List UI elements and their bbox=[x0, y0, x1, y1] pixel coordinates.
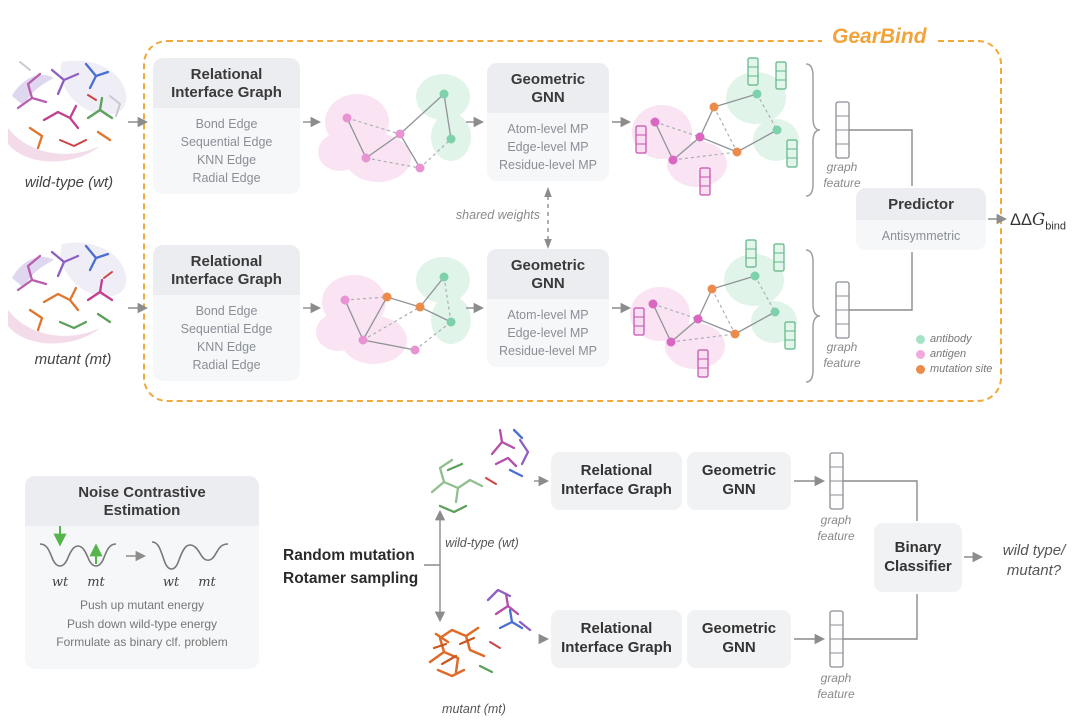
gnn-title: Geometric GNN bbox=[487, 63, 609, 113]
gnn-title: Geometric GNN bbox=[487, 249, 609, 299]
rig-panel-mt: Relational Interface Graph Bond Edge Seq… bbox=[153, 245, 300, 381]
sampled-wild-type-label: wild-type (wt) bbox=[445, 536, 519, 550]
legend-label: antigen bbox=[930, 348, 967, 360]
graph-feature-vector-icon-branch-mt bbox=[829, 610, 844, 668]
gnn-item-edge: Edge-level MP bbox=[507, 140, 589, 155]
rig-box-branch-wt: Relational Interface Graph bbox=[551, 452, 682, 510]
graph-feature-label-wt: graph feature bbox=[823, 160, 861, 190]
nce-line-2: Push down wild-type energy bbox=[66, 616, 218, 631]
gnn-panel-wt: Geometric GNN Atom-level MP Edge-level M… bbox=[487, 63, 609, 181]
legend-label: antibody bbox=[930, 333, 972, 345]
antigen-dot-icon bbox=[916, 349, 925, 359]
predictor-title: Predictor bbox=[856, 188, 986, 220]
nce-title: Noise Contrastive Estimation bbox=[25, 476, 259, 526]
rig-item-sequential: Sequential Edge bbox=[180, 135, 273, 150]
rig-item-bond: Bond Edge bbox=[195, 304, 258, 318]
graph-feature-label-mt: graph feature bbox=[823, 340, 861, 370]
legend-item-antibody: antibody bbox=[916, 333, 992, 345]
ddg-subscript: bind bbox=[1045, 220, 1067, 233]
gnn-item-residue: Residue-level MP bbox=[499, 344, 597, 359]
rig-item-bond: Bond Edge bbox=[195, 117, 258, 131]
mutant-structure-image bbox=[8, 242, 127, 344]
gnn-body: Atom-level MP Edge-level MP Residue-leve… bbox=[487, 113, 609, 181]
sampled-mutant-structure-image bbox=[428, 588, 532, 678]
gearbind-title: GearBind bbox=[822, 25, 937, 49]
rig-body: Bond Edge Sequential Edge KNN Edge Radia… bbox=[153, 295, 300, 381]
mutant-label: mutant (mt) bbox=[34, 351, 112, 368]
sampling-text: Random mutation Rotamer sampling bbox=[283, 544, 425, 590]
legend-item-antigen: antigen bbox=[916, 348, 992, 360]
gnn-item-atom: Atom-level MP bbox=[507, 122, 589, 136]
classifier-result-text: wild type/ mutant? bbox=[988, 541, 1080, 581]
gnn-item-residue: Residue-level MP bbox=[499, 158, 597, 173]
graph-feature-label-branch-wt: graph feature bbox=[817, 513, 855, 543]
gnn-item-atom: Atom-level MP bbox=[507, 308, 589, 322]
sampling-line-2: Rotamer sampling bbox=[283, 570, 419, 587]
rig-body: Bond Edge Sequential Edge KNN Edge Radia… bbox=[153, 108, 300, 194]
rig-item-radial: Radial Edge bbox=[192, 358, 261, 373]
sampling-line-1: Random mutation bbox=[283, 547, 415, 564]
legend-label: mutation site bbox=[930, 363, 993, 375]
predictor-panel: Predictor Antisymmetric bbox=[856, 188, 986, 250]
sampled-mutant-label: mutant (mt) bbox=[442, 702, 506, 716]
predictor-body: Antisymmetric bbox=[856, 220, 986, 250]
gnn-item-edge: Edge-level MP bbox=[507, 326, 589, 341]
rig-box-branch-mt: Relational Interface Graph bbox=[551, 610, 682, 668]
gnn-panel-mt: Geometric GNN Atom-level MP Edge-level M… bbox=[487, 249, 609, 367]
gnn-box-branch-mt: Geometric GNN bbox=[687, 610, 791, 668]
rig-item-knn: KNN Edge bbox=[196, 153, 257, 168]
mutation-site-dot-icon bbox=[916, 364, 925, 374]
predictor-item-antisymmetric: Antisymmetric bbox=[881, 229, 961, 243]
graph-feature-label-branch-mt: graph feature bbox=[817, 671, 855, 701]
nce-line-1: Push up mutant energy bbox=[79, 598, 205, 612]
ddg-prefix: ΔΔ bbox=[1010, 211, 1033, 229]
rig-panel-wt: Relational Interface Graph Bond Edge Seq… bbox=[153, 58, 300, 194]
ddg-output: ΔΔGbind bbox=[1010, 210, 1066, 232]
rig-title: Relational Interface Graph bbox=[153, 58, 300, 108]
legend-item-mutation-site: mutation site bbox=[916, 363, 992, 375]
nce-text-lines: Push up mutant energy Push down wild-typ… bbox=[30, 596, 254, 652]
nce-line-3: Formulate as binary clf. problem bbox=[56, 635, 228, 649]
graph-feature-vector-icon-branch-wt bbox=[829, 452, 844, 510]
binary-classifier-box: Binary Classifier bbox=[874, 523, 962, 592]
rig-item-radial: Radial Edge bbox=[192, 171, 261, 186]
rig-title: Relational Interface Graph bbox=[153, 245, 300, 295]
rig-item-knn: KNN Edge bbox=[196, 340, 257, 355]
ddg-variable: G bbox=[1032, 210, 1046, 229]
result-line-2: mutant? bbox=[1006, 562, 1062, 579]
rig-item-sequential: Sequential Edge bbox=[180, 322, 273, 337]
gnn-box-branch-wt: Geometric GNN bbox=[687, 452, 791, 510]
shared-weights-label: shared weights bbox=[455, 208, 540, 222]
result-line-1: wild type/ bbox=[1002, 542, 1066, 559]
sampled-wild-type-structure-image bbox=[430, 428, 530, 514]
wild-type-structure-image bbox=[8, 60, 127, 162]
gnn-body: Atom-level MP Edge-level MP Residue-leve… bbox=[487, 299, 609, 367]
wild-type-label: wild-type (wt) bbox=[24, 174, 114, 191]
antibody-dot-icon bbox=[916, 334, 925, 344]
legend: antibody antigen mutation site bbox=[916, 333, 992, 378]
